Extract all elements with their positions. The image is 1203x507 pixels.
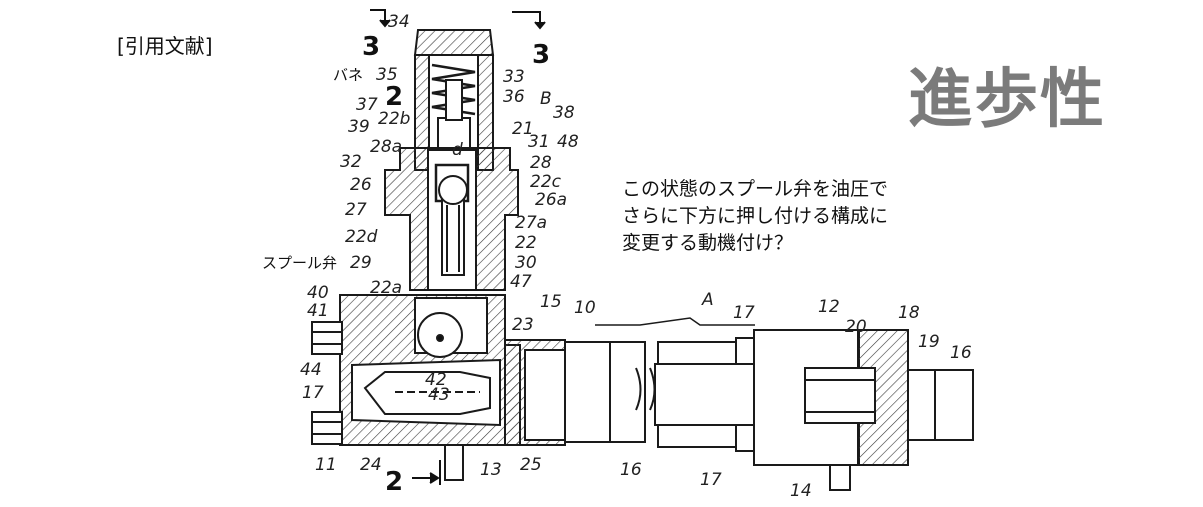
cylinder-barrel	[504, 329, 974, 491]
ref-numeral: 25	[520, 455, 542, 475]
ref-numeral: 21	[512, 119, 534, 139]
page-title: 進歩性	[908, 62, 1106, 137]
ref-numeral: 22c	[530, 172, 562, 192]
ref-numeral: 12	[818, 297, 840, 317]
valve-body	[384, 29, 519, 291]
spool-valve-annotation: スプール弁	[262, 254, 337, 272]
ref-numeral: 40	[307, 283, 329, 303]
section-arrow-top-right	[512, 11, 546, 30]
ref-numeral: 38	[553, 103, 575, 123]
section-arrow-bottom	[412, 460, 441, 485]
ref-numeral: 31	[528, 132, 550, 152]
section-mark: 3	[362, 32, 380, 62]
ref-numeral: 17	[302, 383, 324, 403]
ref-numeral: 27a	[515, 213, 547, 233]
ref-numeral: 14	[790, 481, 812, 501]
ref-numeral: 47	[510, 272, 532, 292]
ref-numeral: 33	[503, 67, 525, 87]
ref-numeral: 26	[350, 175, 372, 195]
lower-body	[311, 294, 521, 481]
ref-numeral: 37	[356, 95, 378, 115]
ref-numeral: 44	[300, 360, 322, 380]
ref-numeral: 30	[515, 253, 537, 273]
section-mark: 3	[532, 40, 550, 70]
ref-numeral: 28a	[370, 137, 402, 157]
ref-numeral: 43	[428, 385, 450, 405]
ref-numeral: B	[540, 89, 552, 109]
ref-numeral: 22a	[370, 278, 402, 298]
ref-numeral: 23	[512, 315, 534, 335]
ref-numeral: d	[452, 140, 463, 160]
ref-numeral: 22	[515, 233, 537, 253]
ref-numeral: 28	[530, 153, 552, 173]
section-arrow-top-left	[370, 9, 391, 28]
ref-numeral: 19	[918, 332, 940, 352]
ref-numeral: 13	[480, 460, 502, 480]
ref-numeral: 48	[557, 132, 579, 152]
ref-numeral: 20	[845, 317, 867, 337]
ref-numeral: 17	[733, 303, 755, 323]
ref-numeral: 17	[700, 470, 722, 490]
ref-numeral: 41	[307, 301, 329, 321]
citation-label: [引用文献]	[117, 34, 213, 58]
ref-numeral: 16	[950, 343, 972, 363]
ref-numeral: 36	[503, 87, 525, 107]
dimension-bracket-A	[595, 317, 755, 326]
ref-numeral: 22b	[378, 109, 410, 129]
ref-numeral: 39	[348, 117, 370, 137]
question-text: この状態のスプール弁を油圧で さらに下方に押し付ける構成に 変更する動機付け？	[622, 176, 888, 257]
ref-numeral: 24	[360, 455, 382, 475]
ref-numeral: 10	[574, 298, 596, 318]
ref-numeral: 27	[345, 200, 367, 220]
ref-numeral: 32	[340, 152, 362, 172]
question-line: さらに下方に押し付ける構成に	[622, 205, 889, 227]
ref-numeral: 29	[350, 253, 372, 273]
question-line: 変更する動機付け？	[622, 232, 794, 254]
ref-numeral: 15	[540, 292, 562, 312]
ref-numeral: 16	[620, 460, 642, 480]
reference-numerals: 34 35 33 37 36 B 22b 38 39 21 31 48 28a …	[300, 12, 972, 501]
ref-numeral: A	[701, 290, 714, 310]
section-mark: 2	[385, 82, 403, 112]
ref-numeral: 35	[376, 65, 398, 85]
ref-numeral: 42	[425, 370, 447, 390]
section-mark: 2	[385, 467, 403, 497]
spring-annotation: バネ	[333, 66, 363, 84]
ref-numeral: 18	[898, 303, 920, 323]
ref-numeral: 34	[388, 12, 410, 32]
question-line: この状態のスプール弁を油圧で	[622, 178, 889, 200]
ref-numeral: 22d	[345, 227, 378, 247]
ref-numeral: 11	[315, 455, 337, 475]
ref-numeral: 26a	[535, 190, 567, 210]
